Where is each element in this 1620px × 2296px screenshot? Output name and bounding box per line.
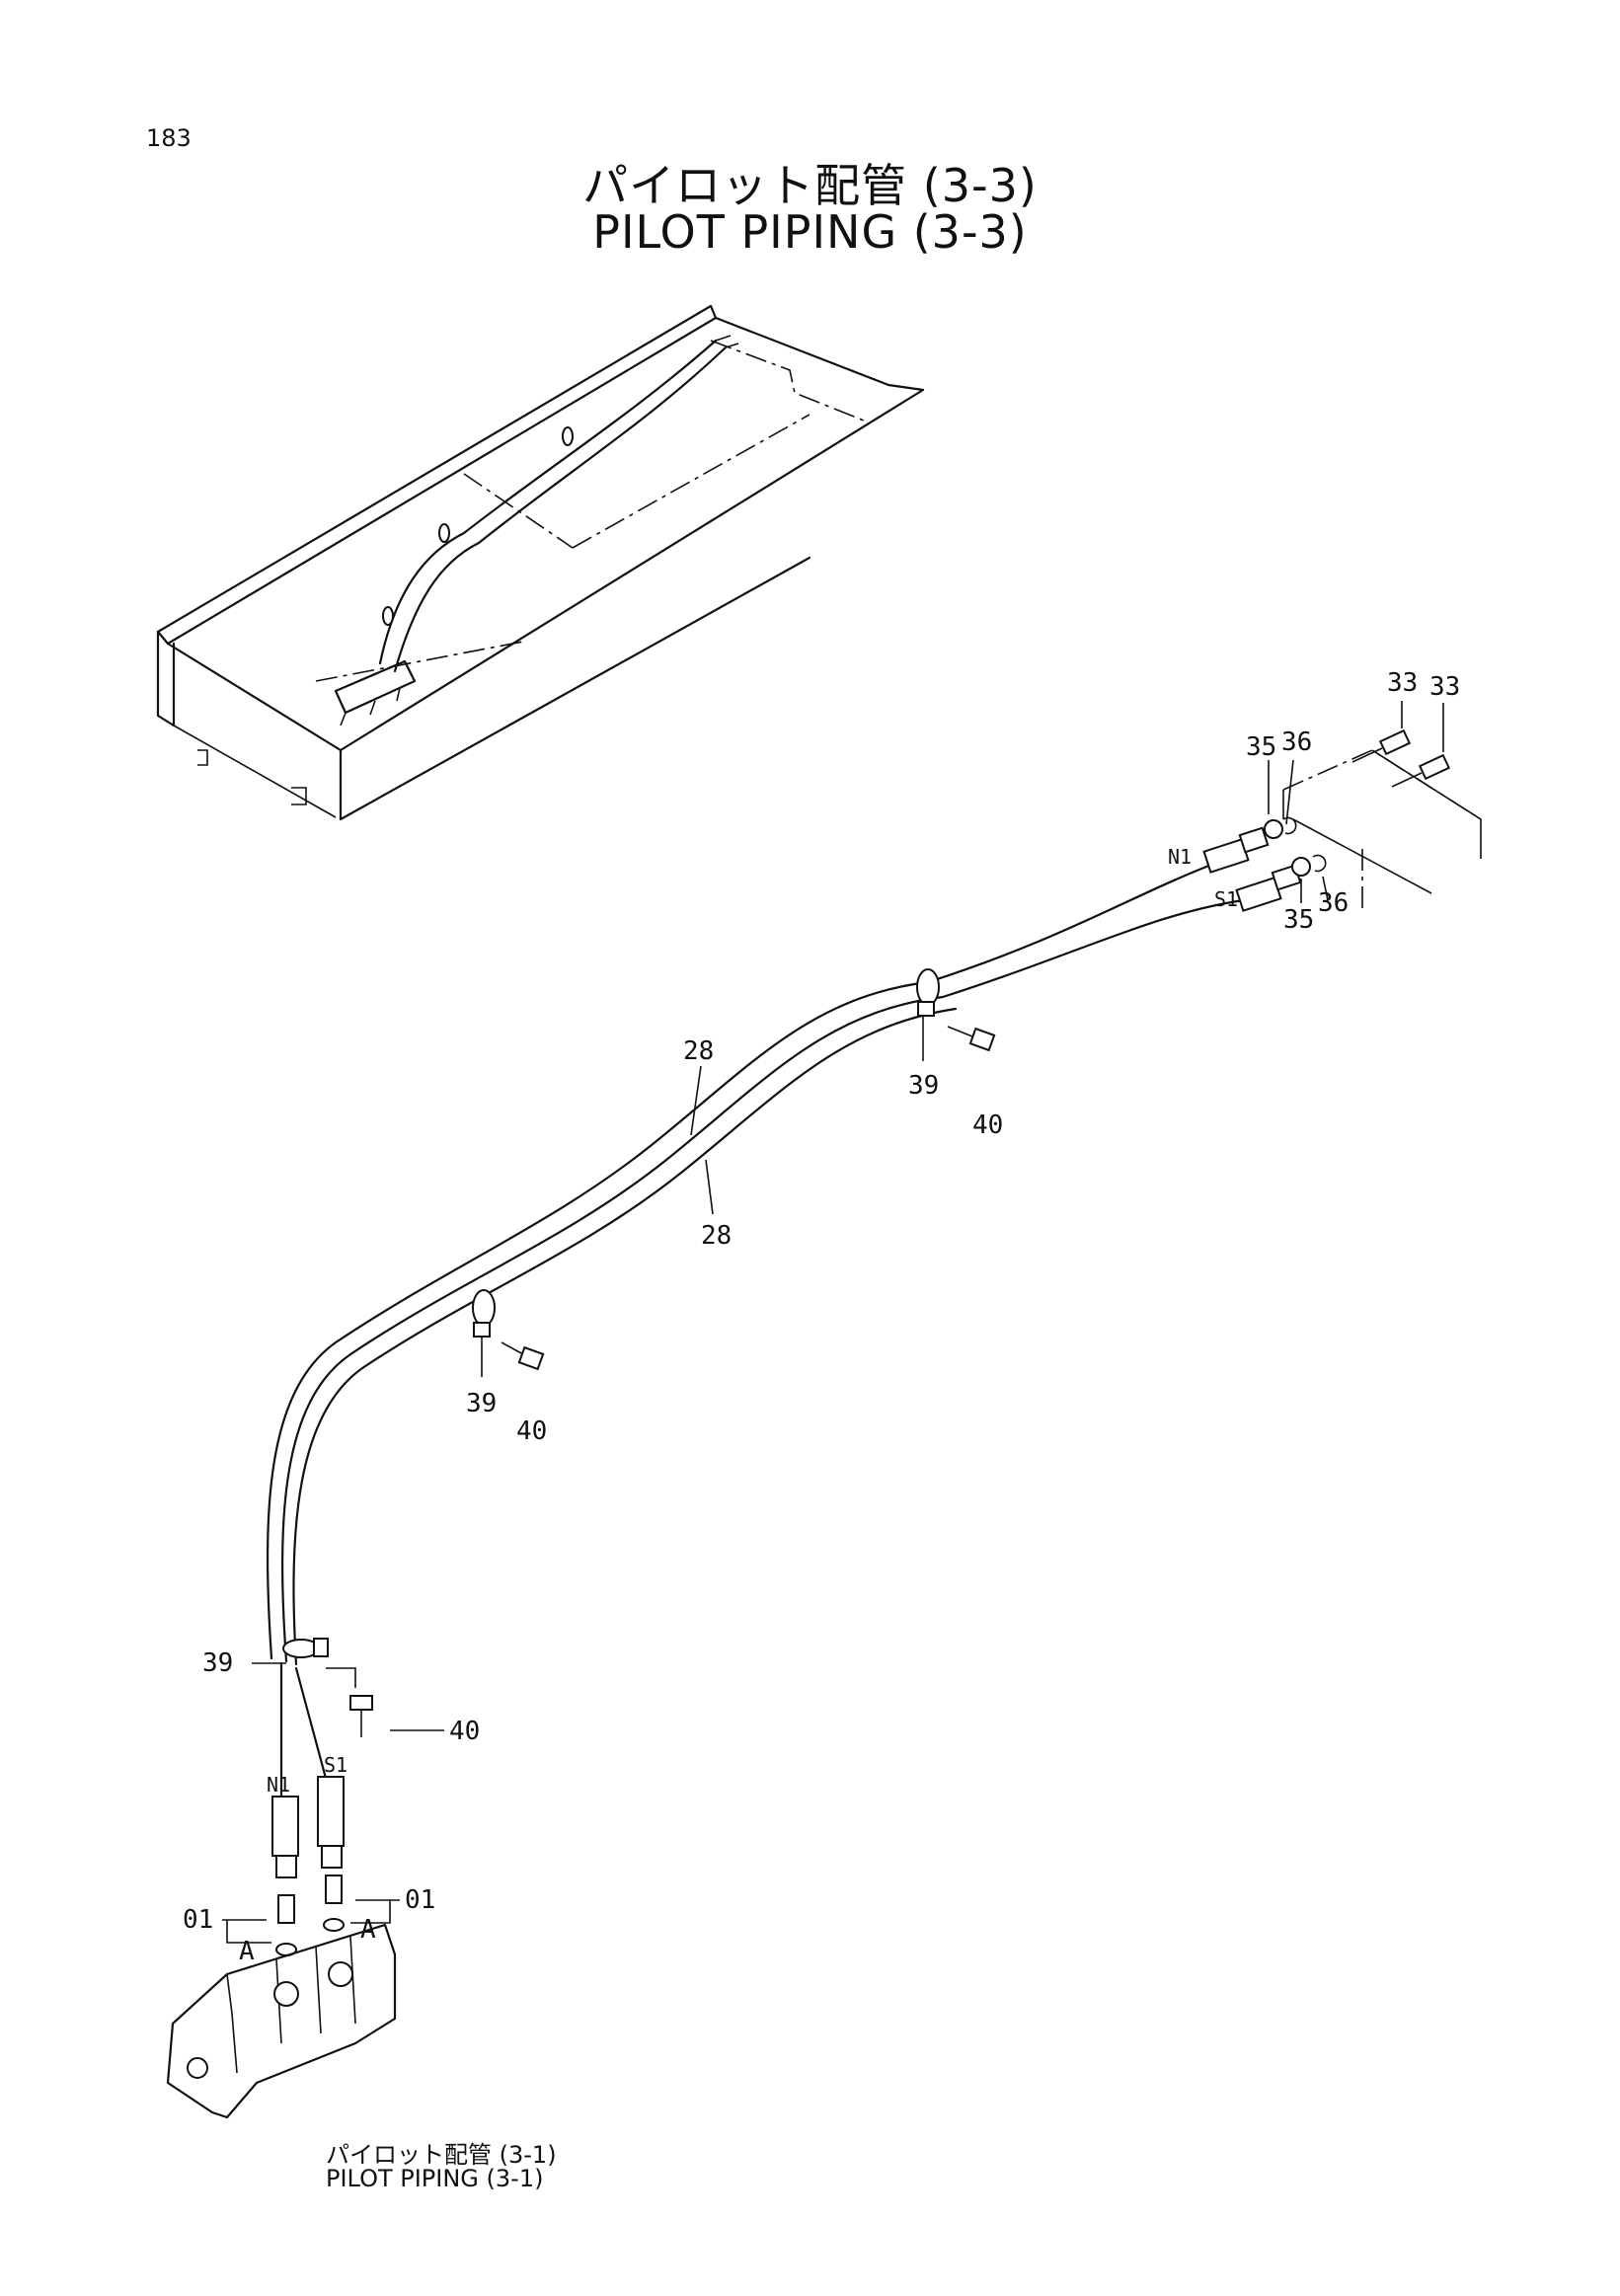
- callout-33-right: 33: [1429, 672, 1460, 702]
- callout-35-upper: 35: [1246, 732, 1276, 762]
- view-a-left: A: [239, 1937, 255, 1966]
- upper-hose-fittings: [1202, 728, 1482, 912]
- title-english: PILOT PIPING (3-3): [592, 205, 1028, 259]
- callout-28-upper: 28: [683, 1036, 714, 1066]
- lower-fittings-and-valve: [166, 1661, 397, 2119]
- callout-33-left: 33: [1387, 668, 1418, 698]
- callout-labels: 33 33 35 36 35 36 N1 S1 28 28 39 40 39 4…: [183, 668, 1460, 1966]
- page-number: 183: [146, 124, 192, 152]
- callout-39-middle: 39: [466, 1389, 497, 1418]
- view-a-right: A: [360, 1915, 376, 1945]
- title-japanese: パイロット配管 (3-3): [582, 159, 1038, 212]
- callout-40-upper: 40: [972, 1110, 1003, 1140]
- callout-36-lower: 36: [1318, 888, 1349, 918]
- boom-frame-illustration: [156, 304, 925, 821]
- label-s1-upper: S1: [1214, 887, 1238, 911]
- callout-01-right: 01: [405, 1885, 435, 1915]
- callout-28-lower: 28: [701, 1221, 732, 1251]
- callout-39-lower: 39: [202, 1648, 233, 1678]
- callout-36-upper: 36: [1281, 727, 1312, 757]
- callout-40-middle: 40: [516, 1416, 547, 1446]
- callout-01-left: 01: [183, 1905, 213, 1935]
- callout-39-upper: 39: [908, 1071, 939, 1101]
- reference-japanese: パイロット配管 (3-1): [326, 2141, 557, 2169]
- label-s1-lower: S1: [324, 1753, 347, 1777]
- callout-40-lower: 40: [449, 1717, 480, 1746]
- hose-clamps: [282, 968, 996, 1737]
- label-n1-lower: N1: [267, 1773, 290, 1797]
- callout-35-lower: 35: [1283, 905, 1314, 935]
- leader-lines: [222, 701, 1444, 1921]
- pilot-hose-pair: [267, 860, 1246, 1666]
- label-n1-upper: N1: [1168, 845, 1192, 869]
- reference-english: PILOT PIPING (3-1): [326, 2165, 544, 2192]
